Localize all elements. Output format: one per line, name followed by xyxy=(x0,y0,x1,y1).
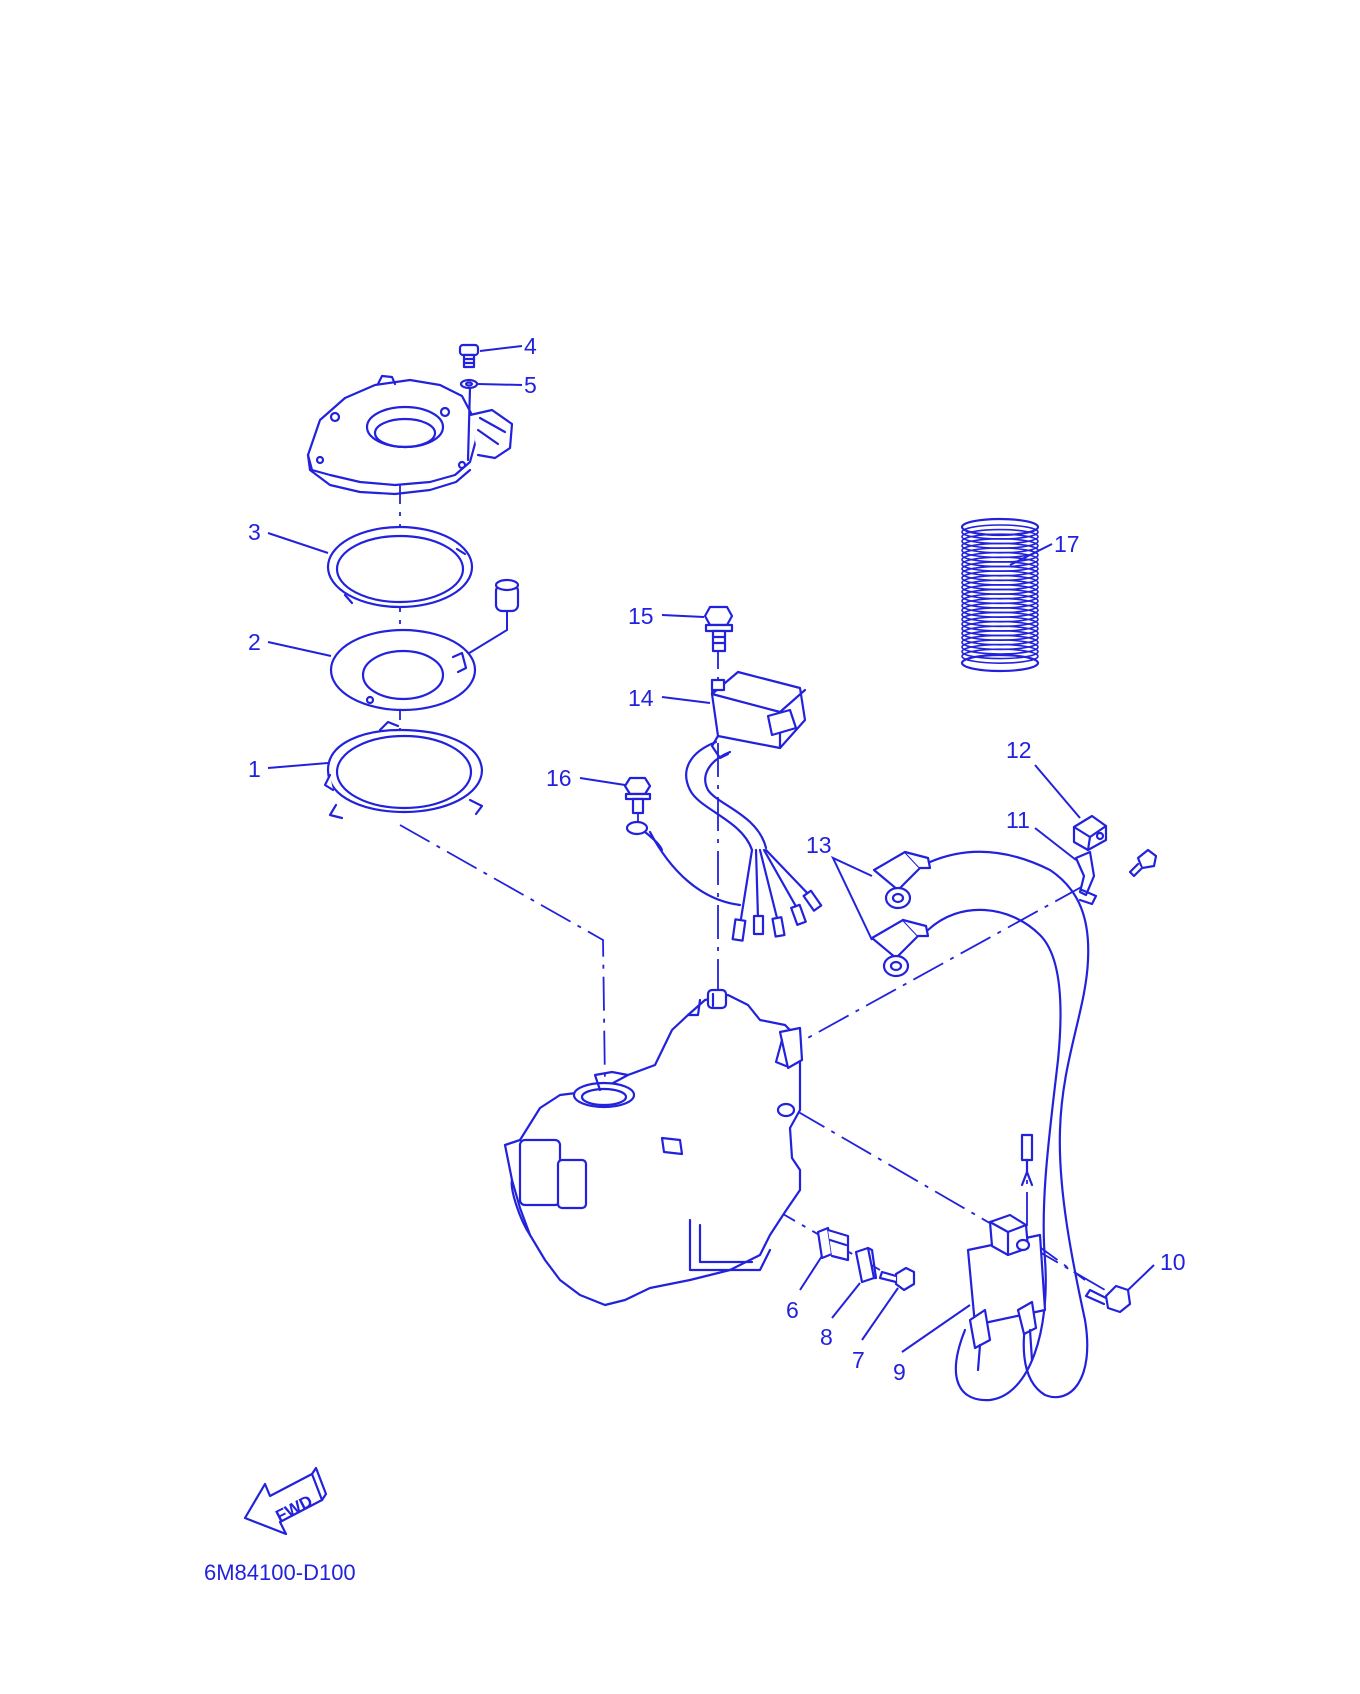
ignition-coil-part-9 xyxy=(966,1133,1047,1372)
forward-arrow-icon: FWD xyxy=(243,1466,328,1536)
part-label-2: 2 xyxy=(248,629,261,655)
cdi-unit-part-14 xyxy=(710,670,807,760)
washer-part-5 xyxy=(459,378,479,390)
pin xyxy=(465,578,520,656)
ring-part-3 xyxy=(326,525,474,609)
part-labels: 4 5 3 2 1 17 15 14 16 12 11 13 10 6 8 7 … xyxy=(248,333,1186,1385)
part-label-6: 6 xyxy=(786,1297,799,1323)
diagram-code: 6M84100-D100 xyxy=(204,1560,356,1585)
part-label-10: 10 xyxy=(1160,1249,1186,1275)
screw-near-11 xyxy=(1128,848,1158,878)
plug-caps-part-13 xyxy=(870,850,1090,1402)
part-label-7: 7 xyxy=(852,1347,865,1373)
plate-part-8 xyxy=(854,1246,878,1284)
spring-coil xyxy=(961,648,1039,665)
magneto-base-plate xyxy=(306,374,514,496)
part-label-5: 5 xyxy=(524,372,537,398)
clamp-part-12 xyxy=(1072,814,1108,852)
screw-part-4 xyxy=(458,343,480,369)
part-label-14: 14 xyxy=(628,685,654,711)
screw-part-7 xyxy=(878,1266,916,1292)
part-label-15: 15 xyxy=(628,603,654,629)
holder-part-11 xyxy=(1074,850,1098,906)
cdi-wire-harness xyxy=(648,740,823,942)
bolt-part-16 xyxy=(623,776,664,852)
cylinder-block xyxy=(503,988,804,1307)
part-label-12: 12 xyxy=(1006,737,1032,763)
part-label-9: 9 xyxy=(893,1359,906,1385)
bracket-part-6 xyxy=(816,1226,850,1262)
gasket-part-1 xyxy=(323,720,484,820)
part-label-17: 17 xyxy=(1054,531,1080,557)
part-label-13: 13 xyxy=(806,832,832,858)
plate-part-2 xyxy=(329,628,477,712)
spring-part-17 xyxy=(960,517,1040,673)
bolt-part-15 xyxy=(703,605,734,653)
part-label-4: 4 xyxy=(524,333,537,359)
leader-lines xyxy=(267,345,1155,1353)
part-label-8: 8 xyxy=(820,1324,833,1350)
part-label-16: 16 xyxy=(546,765,572,791)
part-label-3: 3 xyxy=(248,519,261,545)
part-label-11: 11 xyxy=(1006,807,1030,833)
spring-coil xyxy=(961,643,1039,660)
bolt-part-10 xyxy=(1084,1284,1132,1314)
part-label-1: 1 xyxy=(248,756,261,782)
